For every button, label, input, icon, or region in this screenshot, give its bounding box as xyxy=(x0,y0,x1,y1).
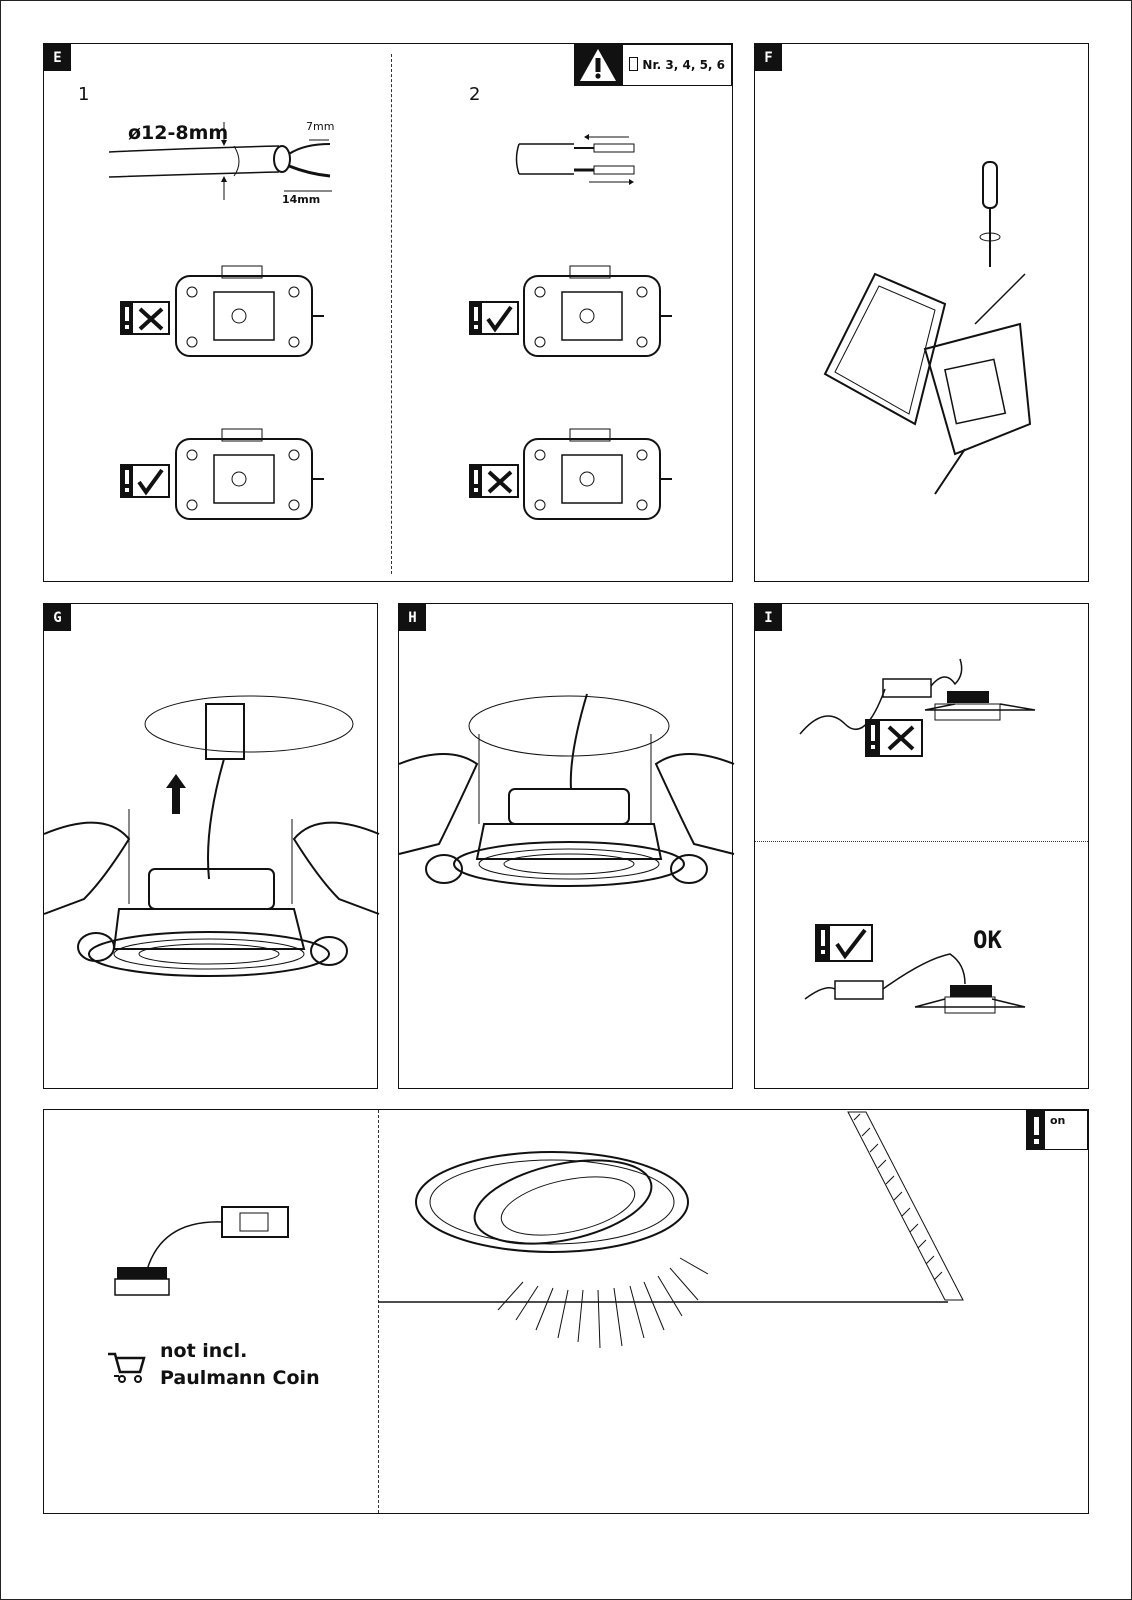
panel-h: H xyxy=(398,603,735,1089)
panel-h-label: H xyxy=(399,604,426,631)
check-icon xyxy=(120,464,170,498)
cart-icon xyxy=(108,1352,146,1383)
junction-box-2 xyxy=(523,265,672,357)
panel-coin: not incl. Paulmann Coin on xyxy=(43,1109,1089,1514)
panel-e: E 1 2 Nr. 3, 4, 5, 6 ø12-8mm 7mm 14mm xyxy=(43,43,733,582)
cross-icon xyxy=(865,719,923,757)
cross-icon xyxy=(469,464,519,498)
panel-g: G xyxy=(43,603,380,1089)
wrong-connection-diagram xyxy=(799,658,1036,735)
spot-luminaire-pressed xyxy=(398,693,735,887)
warning-icon xyxy=(574,44,623,86)
led-coin-module xyxy=(114,1206,289,1296)
check-icon xyxy=(815,924,873,962)
warning-refs: Nr. 3, 4, 5, 6 xyxy=(622,44,732,86)
open-junction-box xyxy=(823,272,1032,495)
installed-luminaire xyxy=(378,1111,964,1349)
panel-f: F xyxy=(754,43,1089,582)
panel-i-divider xyxy=(755,841,1088,842)
wire-insertion-diagram xyxy=(515,134,635,185)
coin-note-line1: not incl. xyxy=(160,1340,248,1362)
spot-luminaire-install xyxy=(43,703,380,977)
cable-strip-diagram xyxy=(108,122,332,200)
check-icon xyxy=(469,301,519,335)
cross-icon xyxy=(120,301,170,335)
switch-on-badge: on xyxy=(1026,1110,1088,1150)
panel-i-label: I xyxy=(755,604,782,631)
panel-g-label: G xyxy=(44,604,71,631)
screwdriver-icon xyxy=(979,161,1001,267)
correct-connection-diagram xyxy=(804,953,1026,1014)
warning-refs-text: Nr. 3, 4, 5, 6 xyxy=(642,58,725,72)
panel-e-divider xyxy=(391,54,392,574)
arrow-up-icon xyxy=(166,774,186,814)
switch-on-text: on xyxy=(1050,1114,1066,1127)
panel-f-label: F xyxy=(755,44,782,71)
junction-box-3 xyxy=(175,428,324,520)
coin-note: not incl. Paulmann Coin xyxy=(160,1338,320,1392)
step-1-number: 1 xyxy=(78,84,90,105)
warning-mark xyxy=(1027,1111,1045,1149)
strip-length-short: 7mm xyxy=(306,120,335,133)
ceiling-hole xyxy=(144,695,354,753)
battery-icon xyxy=(629,57,639,71)
panel-e-label: E xyxy=(44,44,71,71)
cable-diameter-label: ø12-8mm xyxy=(128,122,229,144)
strip-length-long: 14mm xyxy=(282,193,321,206)
junction-box-4 xyxy=(523,428,672,520)
junction-box-1 xyxy=(175,265,324,357)
ok-label: OK xyxy=(973,926,1002,954)
step-2-number: 2 xyxy=(469,84,481,105)
panel-coin-divider xyxy=(378,1110,379,1513)
warning-box: Nr. 3, 4, 5, 6 xyxy=(574,44,732,86)
coin-note-line2: Paulmann Coin xyxy=(160,1367,320,1389)
panel-i: I OK xyxy=(754,603,1089,1089)
